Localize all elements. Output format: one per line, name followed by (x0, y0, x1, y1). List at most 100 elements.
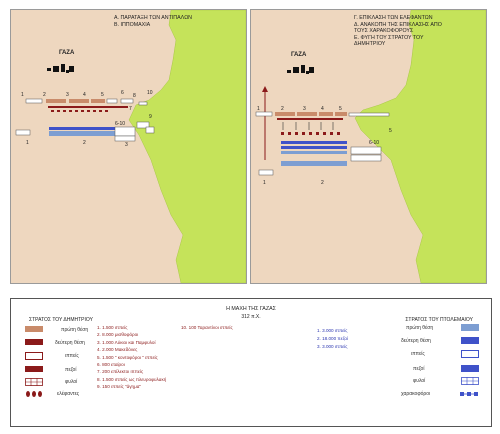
unit-number: 2 (281, 106, 284, 112)
second-line-swatch (25, 339, 43, 345)
battle-map-left (15, 10, 246, 283)
legend-label: πεζοί (65, 367, 77, 373)
title-line: Α. ΠΑΡΑΤΑΞΗ ΤΩΝ ΑΝΤΙΠΑΛΩΝ (114, 15, 192, 21)
coastal-plain (128, 10, 246, 283)
unit-number: 1 (257, 106, 260, 112)
unit-number: 9 (149, 114, 152, 120)
legend-row: χαρακοφόροι (401, 390, 481, 399)
map-panel-arrangement: Α. ΠΑΡΑΤΑΞΗ ΤΩΝ ΑΝΤΙΠΑΛΩΝ Β. ΙΠΠΟΜΑΧΙΑ Γ… (10, 9, 247, 284)
legend-row: ιππείς (401, 350, 481, 359)
demetrius-front-line (25, 98, 148, 108)
legend-label: ιππείς (411, 351, 425, 357)
unit-entry: 4. 2.000 Μακεδόνες (97, 347, 138, 353)
unit-entry: 2. 18.000 πεζοί (317, 336, 348, 341)
unit-number: 1 (26, 140, 29, 146)
legend-row: πρώτη θέση (401, 324, 481, 333)
legend-row: ελέφαντες (25, 390, 95, 399)
demetrius-army-heading: ΣΤΡΑΤΟΣ ΤΟΥ ΔΗΜΗΤΡΙΟΥ (29, 317, 93, 323)
unit-entry: 3. 1.000 Λύκιοι και Παμφυλοί (97, 339, 156, 345)
unit-number: 4 (321, 106, 324, 112)
unit-number: 5 (339, 106, 342, 112)
map-panel-elephant-charge: Γ. ΕΠΙΚΛΑΣΗ ΤΩΝ ΕΛΕΦΑΝΤΩΝ Δ. ΑΝΑΚΟΠΗ ΤΗΣ… (250, 9, 487, 284)
legend-row: πεζοί (25, 366, 95, 375)
legend-row: φυλοί (401, 377, 481, 386)
title-line: ΤΟΥΣ ΧΑΡΑΚΟΦΟΡΟΥΣ (354, 28, 414, 35)
unit-number: 2 (321, 180, 324, 186)
legend-label: δεύτερη θέση (401, 338, 431, 344)
demetrius-front-line (255, 111, 390, 120)
ptolemy-units-list: 1. 3.000 ιππείς 2. 18.000 πεζοί 3. 3.000… (317, 327, 348, 351)
title-line: Ε. ΦΥΓΗ ΤΟΥ ΣΤΡΑΤΟΥ ΤΟΥ (354, 34, 424, 41)
coastal-plain (354, 10, 486, 283)
unit-number: 3 (303, 106, 306, 112)
gaza-city-walls (287, 65, 314, 74)
unit-number: 1 (21, 92, 24, 98)
legend-row: πρώτη θέση (25, 326, 95, 335)
tribe-grid-icon (461, 377, 479, 385)
unit-entry: 8. 1.500 ιππείς ως πλευροφυλακή (97, 376, 167, 382)
unit-entry: 5. 1.500 " κοντοφόροι " ιππείς (97, 354, 158, 360)
ptolemy-line (15, 121, 155, 142)
unit-number: 8 (133, 93, 136, 99)
unit-number: 5 (389, 128, 392, 134)
unit-entry: 2. 8.000 μισθοφόροι (97, 332, 139, 338)
title-line: Γ. ΕΠΙΚΛΑΣΗ ΤΩΝ ΕΛΕΦΑΝΤΩΝ (354, 15, 433, 21)
legend-label: ελέφαντες (57, 391, 80, 397)
legend-label: ιππείς (65, 353, 79, 359)
unit-entry: 6. 800 εταίροι (97, 362, 125, 368)
city-label-gaza: ΓΑΖΑ (291, 52, 307, 58)
legend-label: δεύτερη θέση (55, 340, 85, 346)
ptolemy-army-heading: ΣΤΡΑΤΟΣ ΤΟΥ ΠΤΟΛΕΜΑΙΟΥ (405, 317, 473, 323)
charge-arrows (282, 122, 334, 130)
unit-number: 6 (121, 90, 124, 96)
front-line-swatch (25, 326, 43, 332)
city-label-gaza: ΓΑΖΑ (59, 50, 75, 56)
unit-number: 6-10 (369, 140, 380, 146)
legend-row: ιππείς (25, 352, 95, 361)
cavalry-swatch (461, 350, 479, 358)
unit-number: 2 (83, 140, 86, 146)
unit-number: 3 (66, 92, 69, 98)
demetrius-unit-10: 10. 100 Ταραντίνοι ιππείς (181, 324, 233, 331)
title-line: Β. ΙΠΠΟΜΑΧΙΑ (114, 21, 151, 28)
unit-number: 3 (125, 142, 128, 148)
battle-map-right (255, 10, 486, 283)
demetrius-units-list: 1. 1.500 ιππείς 2. 8.000 μισθοφόροι 3. 1… (97, 324, 166, 391)
unit-entry: 1. 3.000 ιππείς (317, 328, 348, 333)
legend-label: πρώτη θέση (406, 325, 434, 331)
tribe-grid-icon (25, 378, 43, 386)
legend-label: χαρακοφόροι (401, 391, 431, 397)
unit-number: 10 (147, 90, 153, 96)
legend-box: Η ΜΑΧΗ ΤΗΣ ΓΑΖΑΣ 312 π.Χ. ΣΤΡΑΤΟΣ ΤΟΥ ΔΗ… (10, 298, 492, 427)
legend-row: πεζοί (401, 365, 481, 374)
title-line: ΔΗΜΗΤΡΙΟΥ (354, 41, 386, 48)
infantry-swatch (461, 365, 479, 372)
unit-entry: 7. 200 επίλεκτοι ιππείς (97, 369, 144, 375)
second-line-swatch (461, 337, 479, 344)
unit-entry: 9. 150 ιππείς "άγημα" (97, 384, 142, 390)
elephant-icon (26, 391, 42, 397)
elephant-screen (281, 132, 340, 135)
unit-entry: 3. 3.000 ιππείς (317, 344, 348, 349)
unit-number: 7 (129, 106, 132, 112)
gaza-city-walls (47, 64, 74, 73)
unit-number: 4 (83, 92, 86, 98)
legend-label: φυλοί (413, 378, 426, 384)
ptolemy-line (258, 141, 382, 176)
legend-row: δεύτερη θέση (25, 339, 95, 348)
front-line-swatch (461, 324, 479, 331)
unit-number: 5 (101, 92, 104, 98)
unit-number: 6-10 (115, 121, 126, 127)
elephant-screen (51, 110, 108, 112)
legend-label: πεζοί (413, 366, 425, 372)
unit-number: 1 (263, 180, 266, 186)
unit-entry: 1. 1.500 ιππείς (97, 325, 128, 330)
legend-row: δεύτερη θέση (401, 337, 481, 346)
legend-date: 312 π.Χ. (241, 314, 261, 320)
panel-title-right: Γ. ΕΠΙΚΛΑΣΗ ΤΩΝ ΕΛΕΦΑΝΤΩΝ Δ. ΑΝΑΚΟΠΗ ΤΗΣ… (354, 15, 474, 48)
title-line: Δ. ΑΝΑΚΟΠΗ ΤΗΣ ΕΠΙΚΛΑΣΗΣ ΑΠΟ (354, 21, 442, 28)
legend-row: φυλοί (25, 378, 95, 387)
cavalry-swatch (25, 352, 43, 360)
legend-title: Η ΜΑΧΗ ΤΗΣ ΓΑΖΑΣ (226, 306, 276, 312)
panel-title-left: Α. ΠΑΡΑΤΑΞΗ ΤΩΝ ΑΝΤΙΠΑΛΩΝ Β. ΙΠΠΟΜΑΧΙΑ (114, 15, 234, 28)
